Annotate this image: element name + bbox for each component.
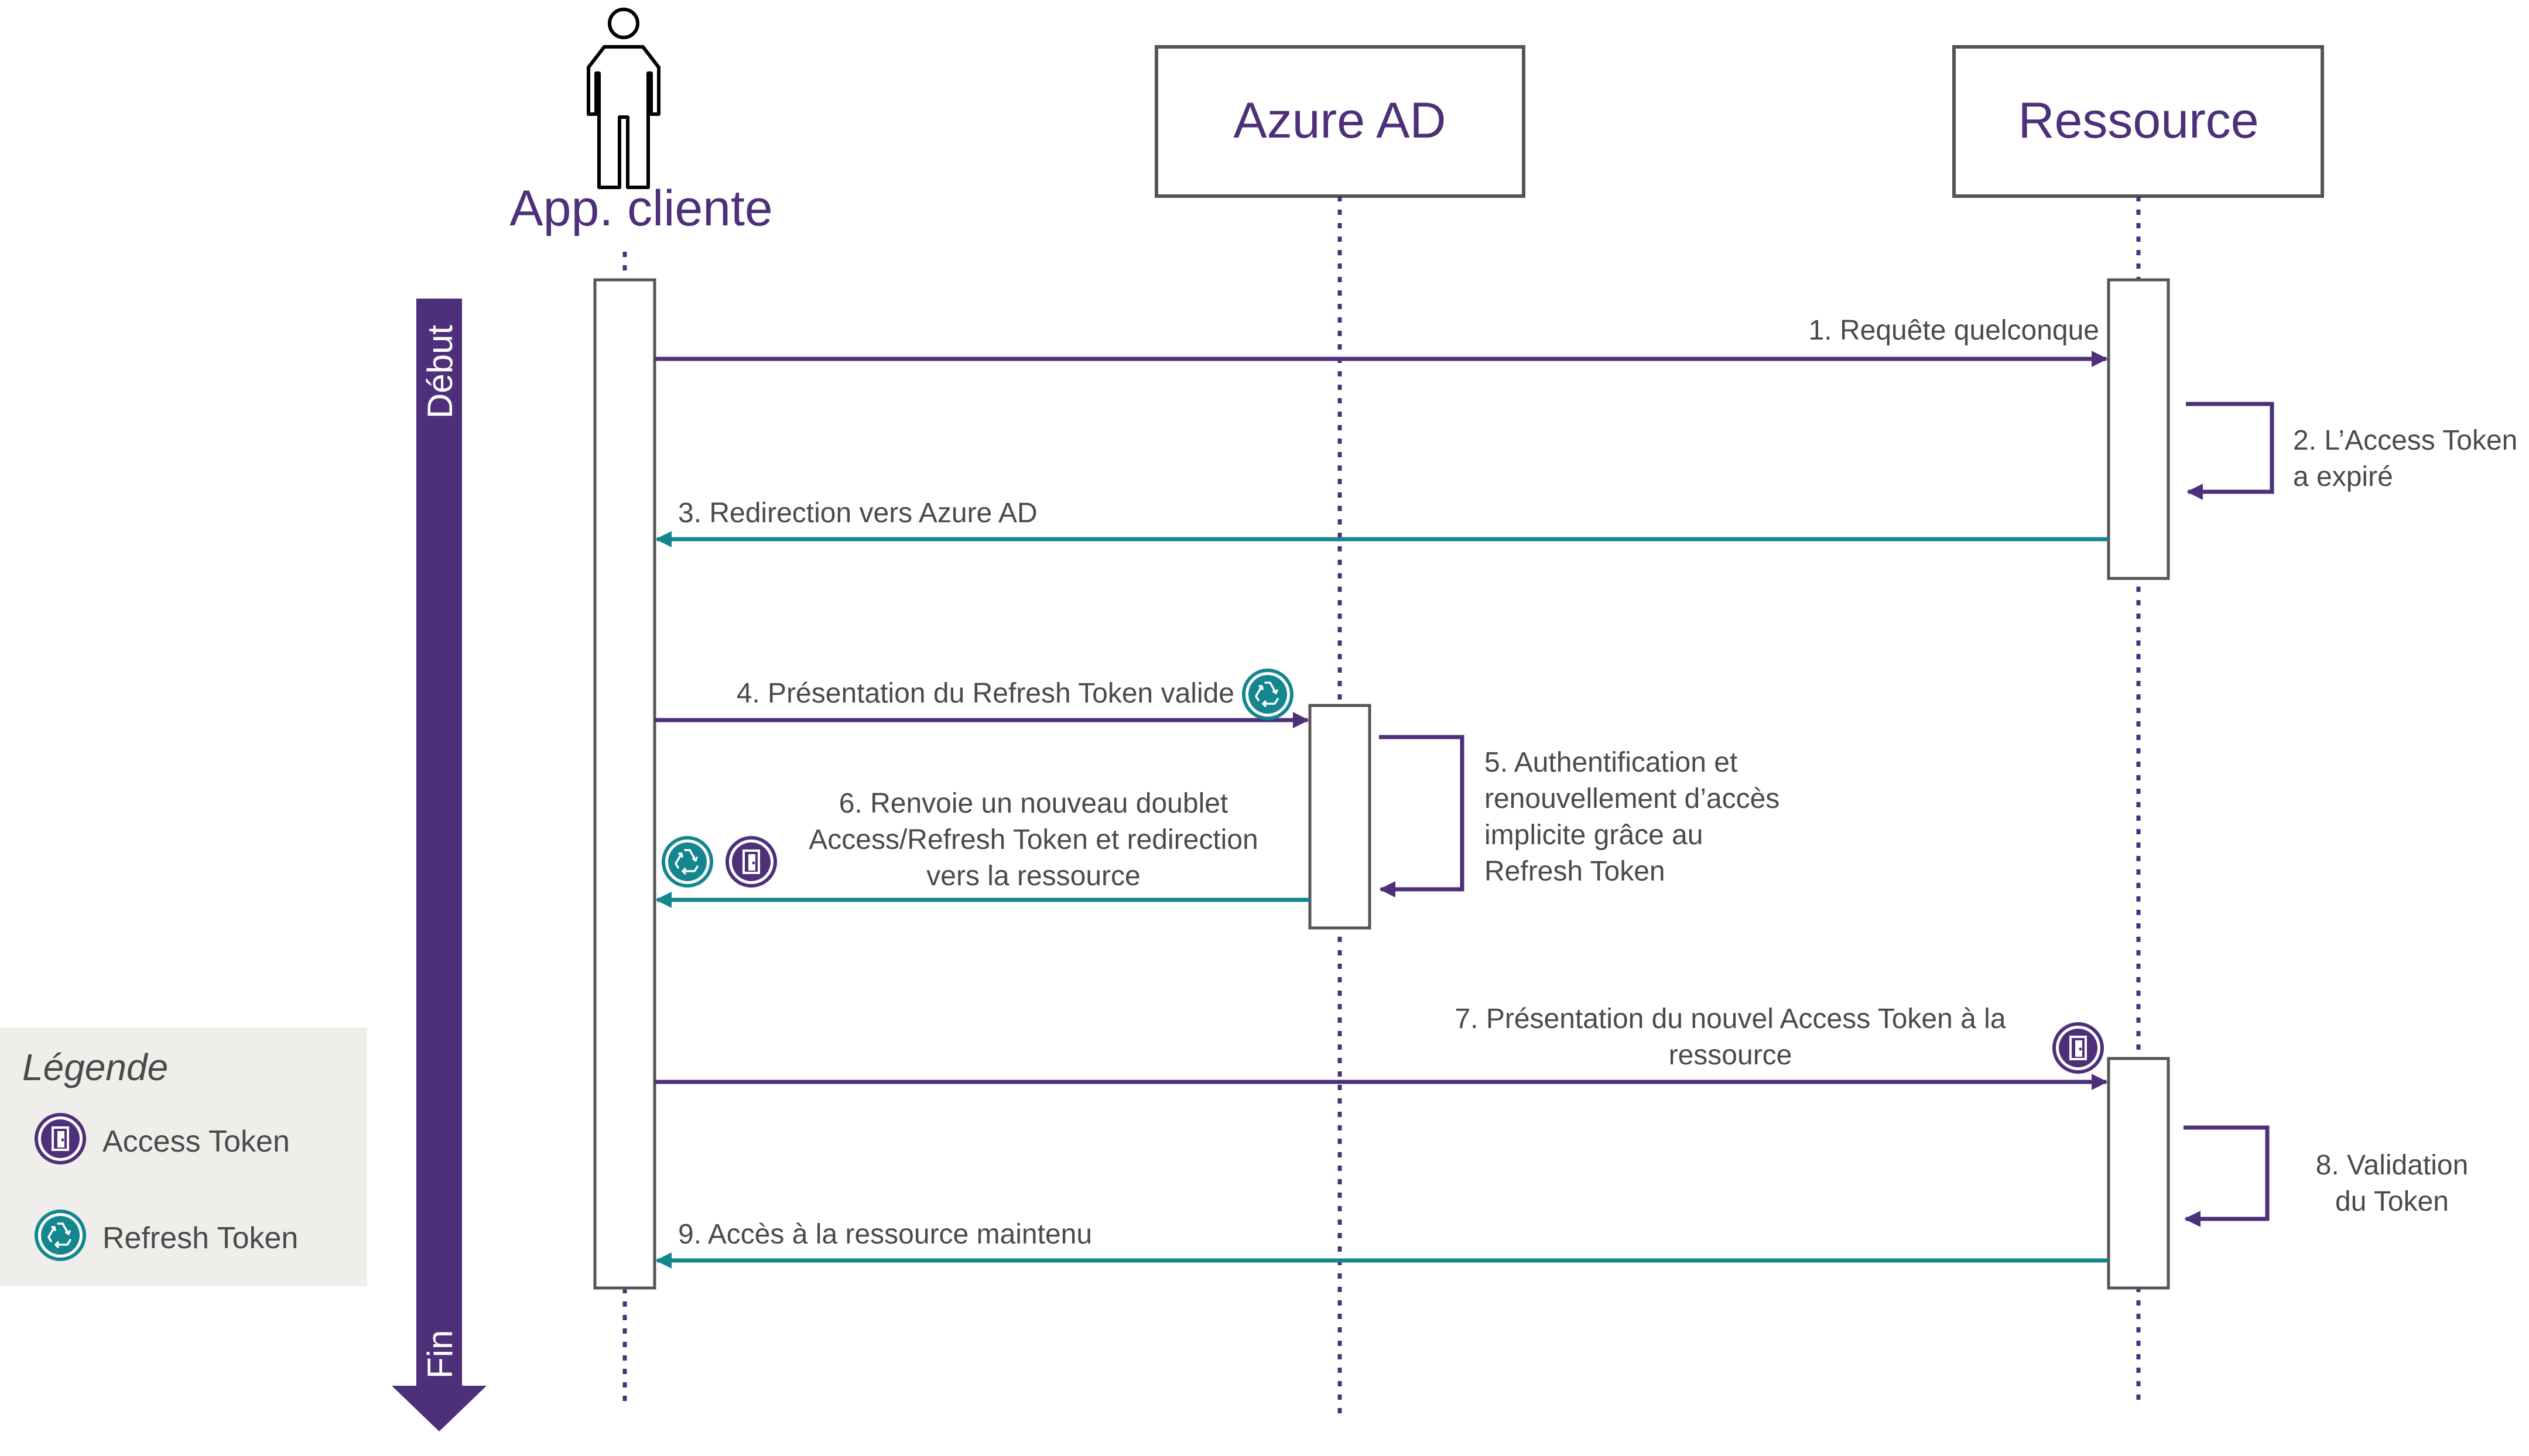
message-8-label-line1: 8. Validation: [2316, 1150, 2469, 1181]
timeline-start-label: Début: [420, 325, 460, 419]
legend-title: Légende: [22, 1046, 168, 1088]
person-icon: [587, 8, 661, 189]
message-6-access-token-icon: [727, 838, 775, 886]
azure-participant: Azure AD: [1155, 45, 1525, 198]
legend: Légende Access Token Refresh Token: [0, 1027, 367, 1286]
message-2: 2. L’Access Token a expiré: [2186, 402, 2517, 500]
message-6-label-line1: 6. Renvoie un nouveau doublet: [839, 788, 1228, 819]
message-2-label-line1: 2. L’Access Token: [2293, 425, 2517, 456]
message-2-label-line2: a expiré: [2293, 461, 2393, 492]
message-7-access-token-icon: [2054, 1024, 2102, 1072]
legend-refresh-token-icon: [36, 1211, 84, 1259]
message-1: 1. Requête quelconque: [655, 315, 2108, 367]
message-5-label-line1: 5. Authentification et: [1484, 747, 1737, 778]
message-4: 4. Présentation du Refresh Token valide: [655, 670, 1309, 728]
resource-activation-bar-2: [2107, 1057, 2170, 1290]
message-6-label-line2: Access/Refresh Token et redirection: [809, 824, 1258, 855]
message-8: 8. Validation du Token: [2184, 1125, 2469, 1227]
message-5-label-line3: implicite grâce au: [1484, 820, 1703, 851]
resource-participant: Ressource: [1952, 45, 2324, 198]
timeline-end-label: Fin: [420, 1330, 460, 1379]
legend-access-token-icon: [36, 1115, 84, 1163]
timeline-arrow: Début Fin: [392, 299, 487, 1431]
message-5: 5. Authentification et renouvellement d’…: [1379, 735, 1779, 897]
message-4-refresh-token-icon: [1244, 670, 1292, 718]
message-7: 7. Présentation du nouvel Access Token à…: [655, 1003, 2108, 1090]
resource-activation-bar-1: [2107, 278, 2170, 580]
message-3: 3. Redirection vers Azure AD: [655, 498, 2109, 547]
message-8-label-line2: du Token: [2335, 1186, 2449, 1217]
client-actor: App. cliente: [509, 8, 773, 237]
message-9-label: 9. Accès à la ressource maintenu: [678, 1219, 1092, 1250]
client-activation-bar: [593, 278, 656, 1290]
message-4-label: 4. Présentation du Refresh Token valide: [737, 678, 1234, 709]
resource-title: Ressource: [2018, 93, 2258, 149]
message-3-label: 3. Redirection vers Azure AD: [678, 498, 1038, 529]
message-1-label: 1. Requête quelconque: [1809, 315, 2099, 346]
activation-bars: [593, 278, 2170, 1290]
message-7-label-line2: ressource: [1669, 1040, 1792, 1071]
message-6-refresh-token-icon: [663, 838, 711, 886]
message-5-label-line2: renouvellement d’accès: [1484, 783, 1779, 814]
message-7-label-line1: 7. Présentation du nouvel Access Token à…: [1455, 1003, 2006, 1034]
message-9: 9. Accès à la ressource maintenu: [655, 1219, 2109, 1269]
message-5-label-line4: Refresh Token: [1484, 856, 1665, 887]
legend-access-token-label: Access Token: [102, 1125, 290, 1159]
client-title: App. cliente: [509, 180, 772, 237]
azure-title: Azure AD: [1233, 93, 1446, 149]
azure-activation-bar: [1308, 704, 1371, 930]
message-6-label-line3: vers la ressource: [926, 861, 1140, 892]
legend-refresh-token-label: Refresh Token: [102, 1221, 298, 1255]
message-6: 6. Renvoie un nouveau doublet Access/Ref…: [655, 788, 1310, 908]
